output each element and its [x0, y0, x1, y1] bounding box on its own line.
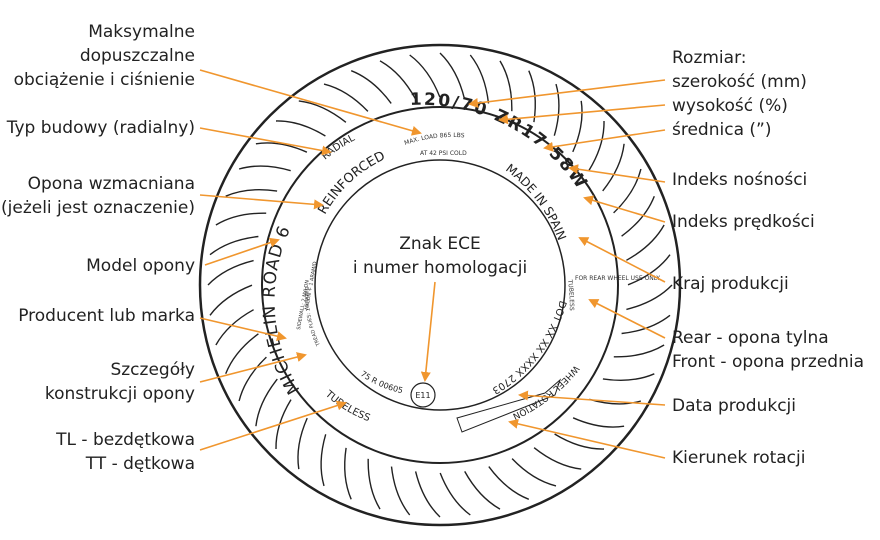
tread-groove [350, 70, 392, 104]
tread-groove [323, 83, 369, 112]
label-tubeless-tube: TL - bezdętkowa TT - dętkowa [56, 430, 195, 474]
tread-groove [320, 434, 327, 487]
tread-groove [215, 212, 267, 226]
arrow-model [204, 237, 280, 266]
rear-use-marking-tubeless: TUBELESS [566, 278, 575, 311]
tread-groove [572, 100, 583, 153]
tread-groove [238, 165, 291, 172]
callout-arrows [199, 69, 666, 459]
tread-groove [533, 447, 582, 470]
tread-groove [209, 235, 259, 256]
tread-groove [627, 254, 671, 286]
max-load-pressure-marking: AT 42 PSI COLD [420, 150, 467, 157]
label-production-date: Data produkcji [672, 396, 797, 416]
tread-groove [621, 195, 655, 237]
tire-outline [198, 43, 682, 527]
tread-groove [602, 373, 655, 381]
arrow-brand [199, 317, 287, 342]
tread-groove [613, 168, 642, 214]
svg-text:E11: E11 [415, 391, 430, 400]
label-construction-details: Szczegóły konstrukcji opony [44, 360, 195, 404]
arrow-rotation [508, 418, 666, 459]
label-rear-front: Rear - opona tylna Front - opona przedni… [672, 328, 864, 372]
tread-groove [626, 224, 665, 261]
label-speed-index: Indeks prędkości [672, 212, 815, 232]
tread-groove [275, 120, 326, 137]
arrow-rear-front [588, 299, 666, 339]
arrow-construction [199, 352, 307, 383]
tread-groove [553, 83, 560, 136]
arrow-tubeless [199, 400, 347, 451]
arrow-max-load [199, 69, 422, 136]
label-reinforced: Opona wzmacniana (jeżeli jest oznaczenie… [1, 174, 195, 218]
tread-groove [367, 458, 381, 510]
arrow-country [578, 237, 666, 283]
rear-use-marking: FOR REAR WHEEL USE ONLY [575, 275, 660, 282]
arrow-height [498, 104, 666, 125]
tread-groove [602, 143, 625, 192]
tread-groove [255, 378, 278, 427]
tread-groove [439, 52, 466, 99]
arrow-reinforced [199, 194, 324, 210]
tread-groove [499, 60, 513, 112]
label-manufacturer: Producent lub marka [18, 306, 195, 326]
arrow-production-date [518, 390, 666, 406]
arrow-diameter [543, 129, 666, 152]
label-max-load-pressure: Maksymalne dopuszczalne obciążenie i ciś… [13, 22, 195, 90]
tread-groove [207, 259, 254, 286]
tread-groove [225, 189, 278, 197]
tread-groove [554, 433, 605, 450]
tread-groove [390, 466, 411, 516]
arrow-width [468, 79, 666, 108]
tread-groove [588, 120, 605, 171]
label-size: Rozmiar: szerokość (mm) wysokość (%) śre… [672, 48, 807, 140]
tread-groove [414, 471, 441, 518]
tread-groove [238, 356, 267, 402]
label-ece-homologation: Znak ECE i numer homologacji [352, 234, 528, 278]
arrow-speed-index [583, 195, 666, 223]
tread-groove [613, 344, 665, 358]
label-tire-model: Model opony [86, 256, 195, 276]
ece-mark: E11 [410, 382, 436, 408]
tread-groove [572, 417, 625, 428]
label-rotation-direction: Kierunek rotacji [672, 448, 806, 468]
tread-groove [439, 472, 471, 516]
tread-groove [209, 284, 253, 316]
tread-groove [464, 471, 501, 510]
arrow-radial [199, 127, 332, 156]
tread-groove [409, 54, 441, 98]
tread-groove [225, 333, 259, 375]
tread-groove [469, 54, 490, 104]
label-construction-type: Typ budowy (radialny) [6, 118, 195, 138]
tread-groove [344, 447, 352, 500]
label-country: Kraj produkcji [672, 274, 789, 294]
label-load-index: Indeks nośności [672, 170, 808, 190]
tread-groove [255, 142, 308, 153]
tread-groove [511, 458, 557, 487]
arrow-ece [420, 281, 436, 382]
arrow-load-index [568, 164, 666, 183]
tread-groove [626, 284, 673, 311]
tread-groove [297, 417, 308, 470]
tread-groove [621, 314, 671, 335]
tread-groove [298, 100, 347, 123]
tread-groove [379, 60, 416, 99]
tread-groove [488, 466, 530, 500]
